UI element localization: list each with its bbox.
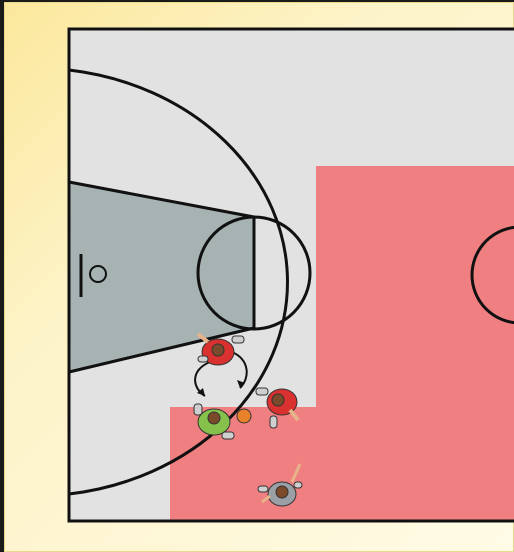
ball-icon — [237, 409, 251, 423]
